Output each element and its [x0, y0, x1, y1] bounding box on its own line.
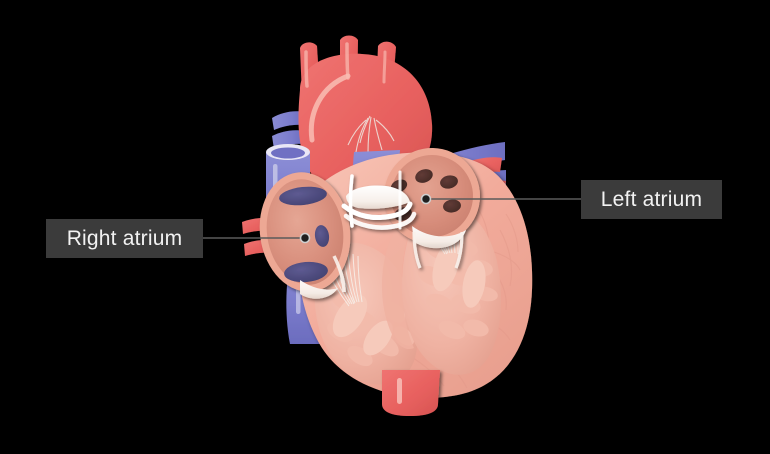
interventricular-septum: [381, 230, 414, 350]
superior-vena-cava-opening: [279, 186, 327, 206]
autonomic-nerve-fibers: [347, 115, 395, 154]
pulmonary-valve: [341, 170, 417, 230]
papillary-muscle-left: [432, 240, 486, 308]
coronary-sinus-opening: [314, 225, 330, 247]
papillary-muscle-right: [332, 294, 393, 356]
callout-right-atrium[interactable]: Right atrium: [46, 219, 203, 258]
right-pulmonary-artery: [272, 111, 304, 149]
callout-right-atrium-label: Right atrium: [66, 227, 183, 250]
leader-marker-left-atrium: [420, 193, 432, 205]
tricuspid-valve: [300, 280, 338, 299]
mitral-valve: [412, 226, 466, 249]
descending-aorta: [382, 370, 440, 416]
callout-left-atrium[interactable]: Left atrium: [581, 180, 722, 219]
callout-leader-lines: [203, 193, 581, 244]
inferior-vena-cava-opening: [284, 261, 328, 283]
leader-marker-right-atrium: [299, 232, 311, 244]
right-atrium-openings: [279, 186, 330, 283]
callout-left-atrium-label: Left atrium: [600, 188, 703, 211]
right-atrium-chamber: [259, 172, 351, 299]
